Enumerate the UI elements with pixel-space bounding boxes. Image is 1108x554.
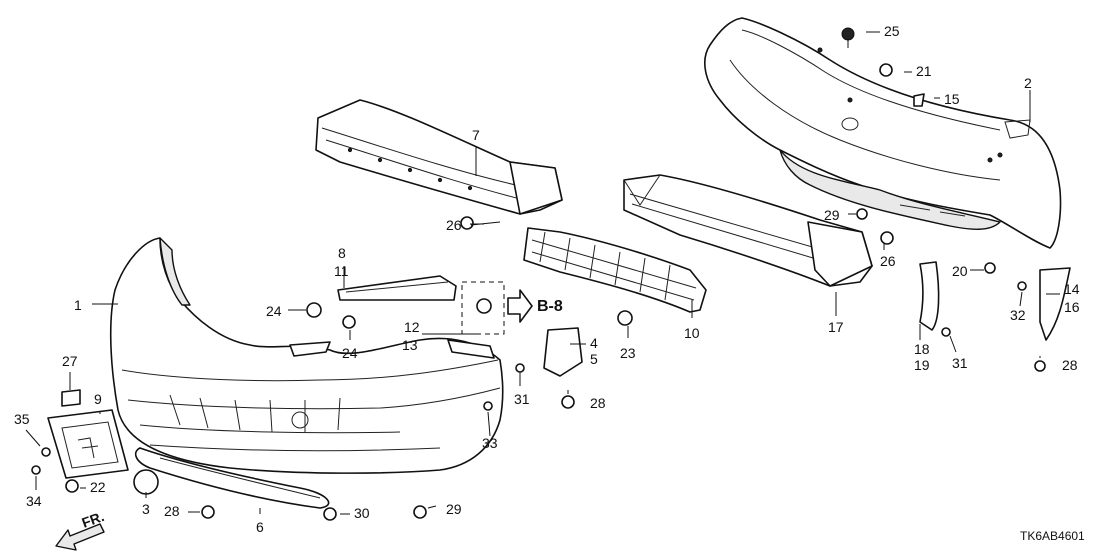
callout-labels: 1 2 3 4 5 6 7 8 9 10 11 12 13 14 15 16 1… <box>14 23 1080 535</box>
callout-26-rear: 26 <box>880 253 896 269</box>
callout-15: 15 <box>944 91 960 107</box>
front-bumper-face-part <box>109 237 504 474</box>
callout-7: 7 <box>472 127 480 143</box>
callout-26-front: 26 <box>446 217 462 233</box>
rear-bumper-beam-part <box>623 174 873 287</box>
callout-3: 3 <box>142 501 150 517</box>
cap-part <box>133 469 159 495</box>
callout-12: 12 <box>404 319 420 335</box>
spacer-part <box>447 339 495 359</box>
splash-guard-part <box>1039 267 1071 341</box>
callout-28-right: 28 <box>1062 357 1078 373</box>
callout-29-rear: 29 <box>824 207 840 223</box>
callout-20: 20 <box>952 263 968 279</box>
callout-2: 2 <box>1024 75 1032 91</box>
side-bracket-part <box>919 261 940 331</box>
callout-27: 27 <box>62 353 78 369</box>
callout-24-lower: 24 <box>342 345 358 361</box>
callout-28-center: 28 <box>590 395 606 411</box>
reference-label: B-8 <box>537 298 563 315</box>
callout-28-lower-left: 28 <box>164 503 180 519</box>
callout-34: 34 <box>26 493 42 509</box>
callout-29-front: 29 <box>446 501 462 517</box>
callout-18: 18 <box>914 341 930 357</box>
diagram-code: TK6AB4601 <box>1020 529 1085 543</box>
front-direction-arrow-icon <box>55 523 105 551</box>
leader-lines <box>25 31 1060 515</box>
callout-6: 6 <box>256 519 264 535</box>
callout-4: 4 <box>590 335 598 351</box>
callout-16: 16 <box>1064 299 1080 315</box>
callout-10: 10 <box>684 325 700 341</box>
callout-32: 32 <box>1010 307 1026 323</box>
lower-spoiler-part <box>134 447 330 509</box>
left-bracket-part <box>337 275 457 301</box>
callout-9: 9 <box>94 391 102 407</box>
callout-30: 30 <box>354 505 370 521</box>
callout-22: 22 <box>90 479 106 495</box>
front-bumper-beam-part <box>315 99 563 215</box>
license-plate-base-part <box>47 409 129 479</box>
callout-25: 25 <box>884 23 900 39</box>
callout-31-rear: 31 <box>952 355 968 371</box>
callout-17: 17 <box>828 319 844 335</box>
callout-5: 5 <box>590 351 598 367</box>
clip-part <box>61 389 81 407</box>
callout-24-left: 24 <box>266 303 282 319</box>
front-indicator-label: FR. <box>80 508 107 531</box>
callout-23: 23 <box>620 345 636 361</box>
callout-11: 11 <box>334 263 349 279</box>
callout-21: 21 <box>916 63 932 79</box>
callout-33: 33 <box>482 435 498 451</box>
callout-8: 8 <box>338 245 346 261</box>
reference-dashed-box <box>461 281 505 335</box>
reference-arrow-icon <box>507 289 533 323</box>
callout-13: 13 <box>402 337 418 353</box>
callout-35: 35 <box>14 411 30 427</box>
callout-19: 19 <box>914 357 930 373</box>
callout-31-front: 31 <box>514 391 530 407</box>
fasteners <box>31 27 1046 521</box>
lower-grille-part <box>523 227 707 313</box>
callout-1: 1 <box>74 297 82 313</box>
callout-14: 14 <box>1064 281 1080 297</box>
side-spacer-part <box>543 327 583 377</box>
